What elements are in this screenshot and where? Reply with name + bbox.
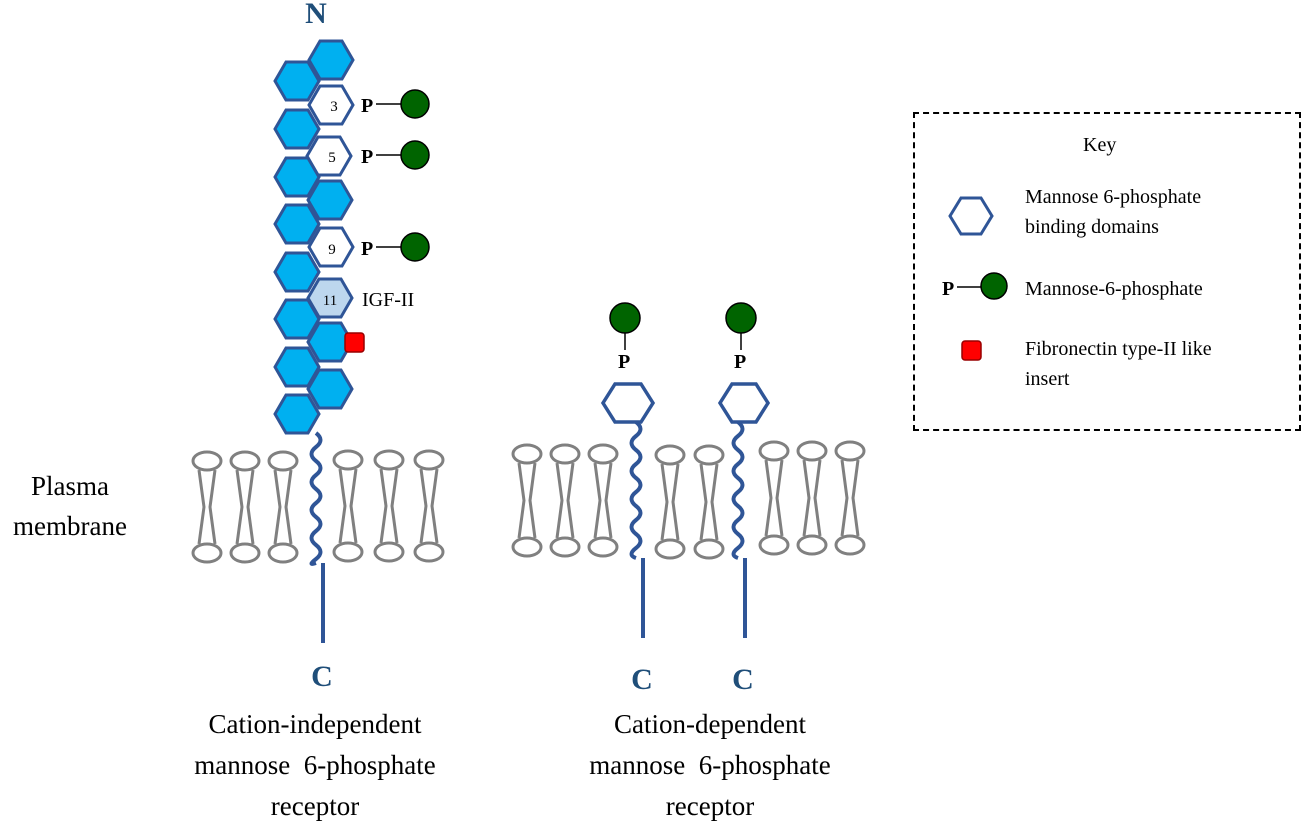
- cd-receptor-caption-text: Cation-dependent mannose 6-phosphate rec…: [589, 709, 831, 821]
- cd-c-terminus-label-1: C: [631, 663, 653, 696]
- ci-mannose-6-phosphate-1: P: [361, 89, 430, 119]
- key-icons: P: [942, 196, 1008, 361]
- ci-receptor-tail: [309, 431, 325, 643]
- fibronectin-insert-icon: [344, 332, 365, 353]
- ci-receptor-domains: [273, 39, 355, 435]
- domain-number-11: 11: [323, 293, 337, 309]
- cd-receptor-2-head: P: [717, 302, 771, 424]
- lipid-13: [796, 440, 828, 556]
- svg-text:P: P: [361, 238, 373, 260]
- plasma-membrane-label: Plasma membrane: [13, 471, 127, 541]
- lipid-5: [373, 449, 405, 563]
- ci-domain-left-2: [273, 108, 321, 150]
- ci-receptor-caption: Cation-independent mannose 6-phosphate r…: [194, 709, 436, 821]
- lipid-7: [511, 443, 543, 558]
- svg-text:P: P: [942, 278, 954, 300]
- lipid-6: [413, 449, 445, 563]
- lipid-2: [229, 450, 261, 564]
- ci-mannose-6-phosphate-2: P: [361, 140, 430, 170]
- lipid-4: [332, 449, 364, 563]
- ci-domain-left-7: [273, 346, 321, 388]
- ci-domain-left-8: [273, 393, 321, 435]
- lipid-9: [587, 443, 619, 558]
- phosphate-sugar-icon: P: [942, 272, 1008, 300]
- hexagon-outline-icon: [948, 196, 994, 236]
- key-item-binding-domains: Mannose 6-phosphate binding domains: [1025, 186, 1202, 238]
- lipid-1: [191, 450, 223, 564]
- domain-number-5: 5: [328, 150, 336, 166]
- lipid-10: [654, 444, 686, 560]
- lipid-3: [267, 450, 299, 564]
- lipid-11: [693, 444, 725, 560]
- ci-domain-right-6: [306, 277, 354, 319]
- svg-text:P: P: [361, 95, 373, 117]
- red-square-icon: [961, 340, 982, 361]
- cd-c-terminus-label-2: C: [732, 663, 754, 696]
- svg-text:P: P: [618, 351, 630, 373]
- key-title: Key: [1083, 134, 1117, 156]
- key-legend: Key P Mannose 6-phosphate binding domain…: [913, 112, 1301, 431]
- ci-domain-right-4: [306, 179, 354, 221]
- ci-domain-right-2: [307, 84, 355, 126]
- cd-receptor-tail-1: [629, 420, 645, 638]
- lipid-12: [758, 440, 790, 556]
- lipid-bilayer: [191, 440, 866, 564]
- ci-domain-left-5: [273, 251, 321, 293]
- ci-domain-right-7: [306, 321, 354, 363]
- ci-domain-right-3: [305, 135, 353, 177]
- ci-domain-left-1: [273, 60, 321, 102]
- cd-receptor-1-head: P: [600, 302, 656, 424]
- cd-receptor-tail-2: [731, 420, 747, 638]
- ci-domain-right-8: [306, 368, 354, 410]
- svg-text:P: P: [361, 146, 373, 168]
- ci-mannose-6-phosphate-3: P: [361, 232, 430, 262]
- key-item-fibronectin: Fibronectin type-II like insert: [1025, 338, 1212, 390]
- domain-number-3: 3: [330, 99, 338, 115]
- lipid-14: [834, 440, 866, 556]
- lipid-8: [549, 443, 581, 558]
- ci-c-terminus-label: C: [311, 660, 333, 693]
- ci-domain-right-5: [307, 226, 355, 268]
- ci-domain-right-1: [307, 39, 355, 81]
- igf-ii-label: IGF-II: [362, 289, 414, 311]
- ci-domain-left-4: [273, 203, 321, 245]
- n-terminus-label: N: [305, 0, 327, 30]
- key-item-mannose-6-phosphate: Mannose-6-phosphate: [1025, 278, 1203, 300]
- domain-number-9: 9: [328, 242, 336, 258]
- svg-text:P: P: [734, 351, 746, 373]
